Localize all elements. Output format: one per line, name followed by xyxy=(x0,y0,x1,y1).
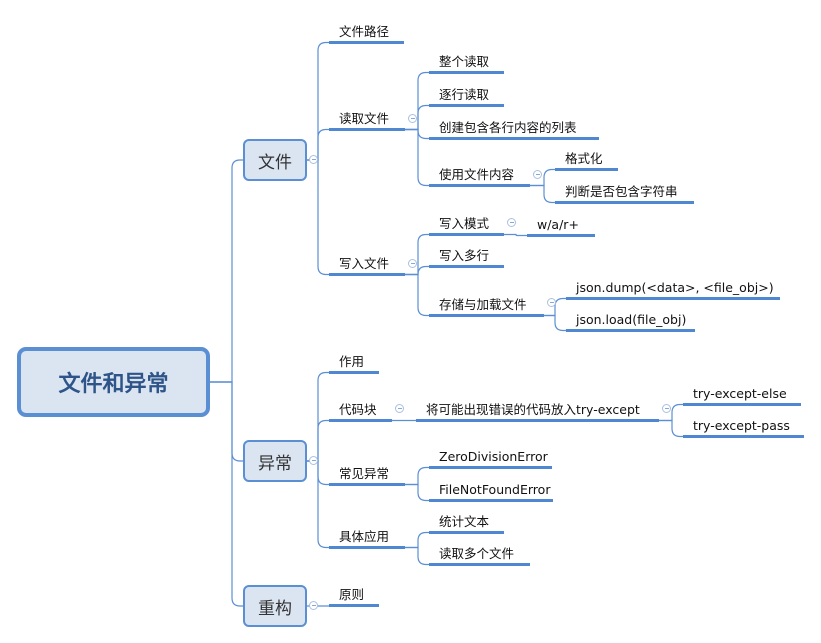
node-contains-string[interactable]: 判断是否包含字符串 xyxy=(555,184,694,204)
connector-line xyxy=(405,104,429,131)
collapse-icon[interactable] xyxy=(408,114,417,123)
collapse-icon[interactable] xyxy=(662,404,671,413)
connector-line xyxy=(405,483,429,502)
node-try-except-pass[interactable]: try-except-pass xyxy=(683,418,804,438)
node-use-content[interactable]: 使用文件内容 xyxy=(429,167,530,187)
connector-line xyxy=(530,184,555,204)
node-read-lines[interactable]: 逐行读取 xyxy=(429,87,504,107)
connector-line xyxy=(210,381,243,607)
node-common-exceptions[interactable]: 常见异常 xyxy=(329,466,405,486)
node-code-block[interactable]: 代码块 xyxy=(329,402,392,422)
connector-line xyxy=(530,168,555,187)
node-mode-value[interactable]: w/a/r+ xyxy=(527,217,595,237)
node-read-whole[interactable]: 整个读取 xyxy=(429,54,504,74)
connector-line xyxy=(405,265,429,276)
node-json-load[interactable]: json.load(file_obj) xyxy=(566,312,695,332)
connector-line xyxy=(307,460,329,549)
node-write-lines[interactable]: 写入多行 xyxy=(429,248,504,268)
collapse-icon[interactable] xyxy=(309,155,318,164)
collapse-icon[interactable] xyxy=(395,404,404,413)
connector-line xyxy=(307,41,329,161)
connector-line xyxy=(405,546,429,566)
connector-line xyxy=(544,297,566,317)
node-try-except-else[interactable]: try-except-else xyxy=(683,386,801,406)
connector-line xyxy=(405,128,429,187)
node-format[interactable]: 格式化 xyxy=(555,151,618,171)
node-store-load[interactable]: 存储与加载文件 xyxy=(429,297,544,317)
node-purpose[interactable]: 作用 xyxy=(329,354,379,374)
connector-line xyxy=(405,466,429,486)
connector-line xyxy=(307,159,329,276)
topic-refactor[interactable]: 重构 xyxy=(243,585,307,627)
node-file-path[interactable]: 文件路径 xyxy=(329,24,404,44)
collapse-icon[interactable] xyxy=(533,170,542,179)
root-topic[interactable]: 文件和异常 xyxy=(17,347,210,417)
connector-line xyxy=(405,273,429,317)
connector-line xyxy=(210,159,243,383)
connector-line xyxy=(405,531,429,549)
node-write-mode[interactable]: 写入模式 xyxy=(429,216,504,236)
connector-line xyxy=(659,403,683,422)
connector-line xyxy=(307,128,329,161)
node-zero-division[interactable]: ZeroDivisionError xyxy=(429,449,552,469)
node-read-multiple[interactable]: 读取多个文件 xyxy=(429,546,530,566)
collapse-icon[interactable] xyxy=(547,298,556,307)
connector-line xyxy=(405,233,429,276)
connector-line xyxy=(544,314,566,332)
collapse-icon[interactable] xyxy=(408,259,417,268)
connector-line xyxy=(210,381,243,462)
connector-line xyxy=(405,71,429,131)
node-json-dump[interactable]: json.dump(<data>, <file_obj>) xyxy=(566,280,780,300)
node-application[interactable]: 具体应用 xyxy=(329,529,405,549)
node-write-file[interactable]: 写入文件 xyxy=(329,256,405,276)
connector-line xyxy=(659,419,683,438)
node-read-file[interactable]: 读取文件 xyxy=(329,111,405,131)
topic-file[interactable]: 文件 xyxy=(243,139,307,181)
topic-exception[interactable]: 异常 xyxy=(243,440,307,482)
collapse-icon[interactable] xyxy=(309,601,318,610)
node-file-not-found[interactable]: FileNotFoundError xyxy=(429,482,553,502)
connector-line xyxy=(307,371,329,462)
collapse-icon[interactable] xyxy=(309,456,318,465)
connector-line xyxy=(504,233,527,237)
node-put-try-except[interactable]: 将可能出现错误的代码放入try-except xyxy=(416,402,659,422)
node-principle[interactable]: 原则 xyxy=(329,587,379,607)
node-read-list[interactable]: 创建包含各行内容的列表 xyxy=(429,120,599,140)
connector-line xyxy=(405,128,429,140)
collapse-icon[interactable] xyxy=(507,218,516,227)
connector-line xyxy=(307,419,329,462)
node-count-text[interactable]: 统计文本 xyxy=(429,514,504,534)
